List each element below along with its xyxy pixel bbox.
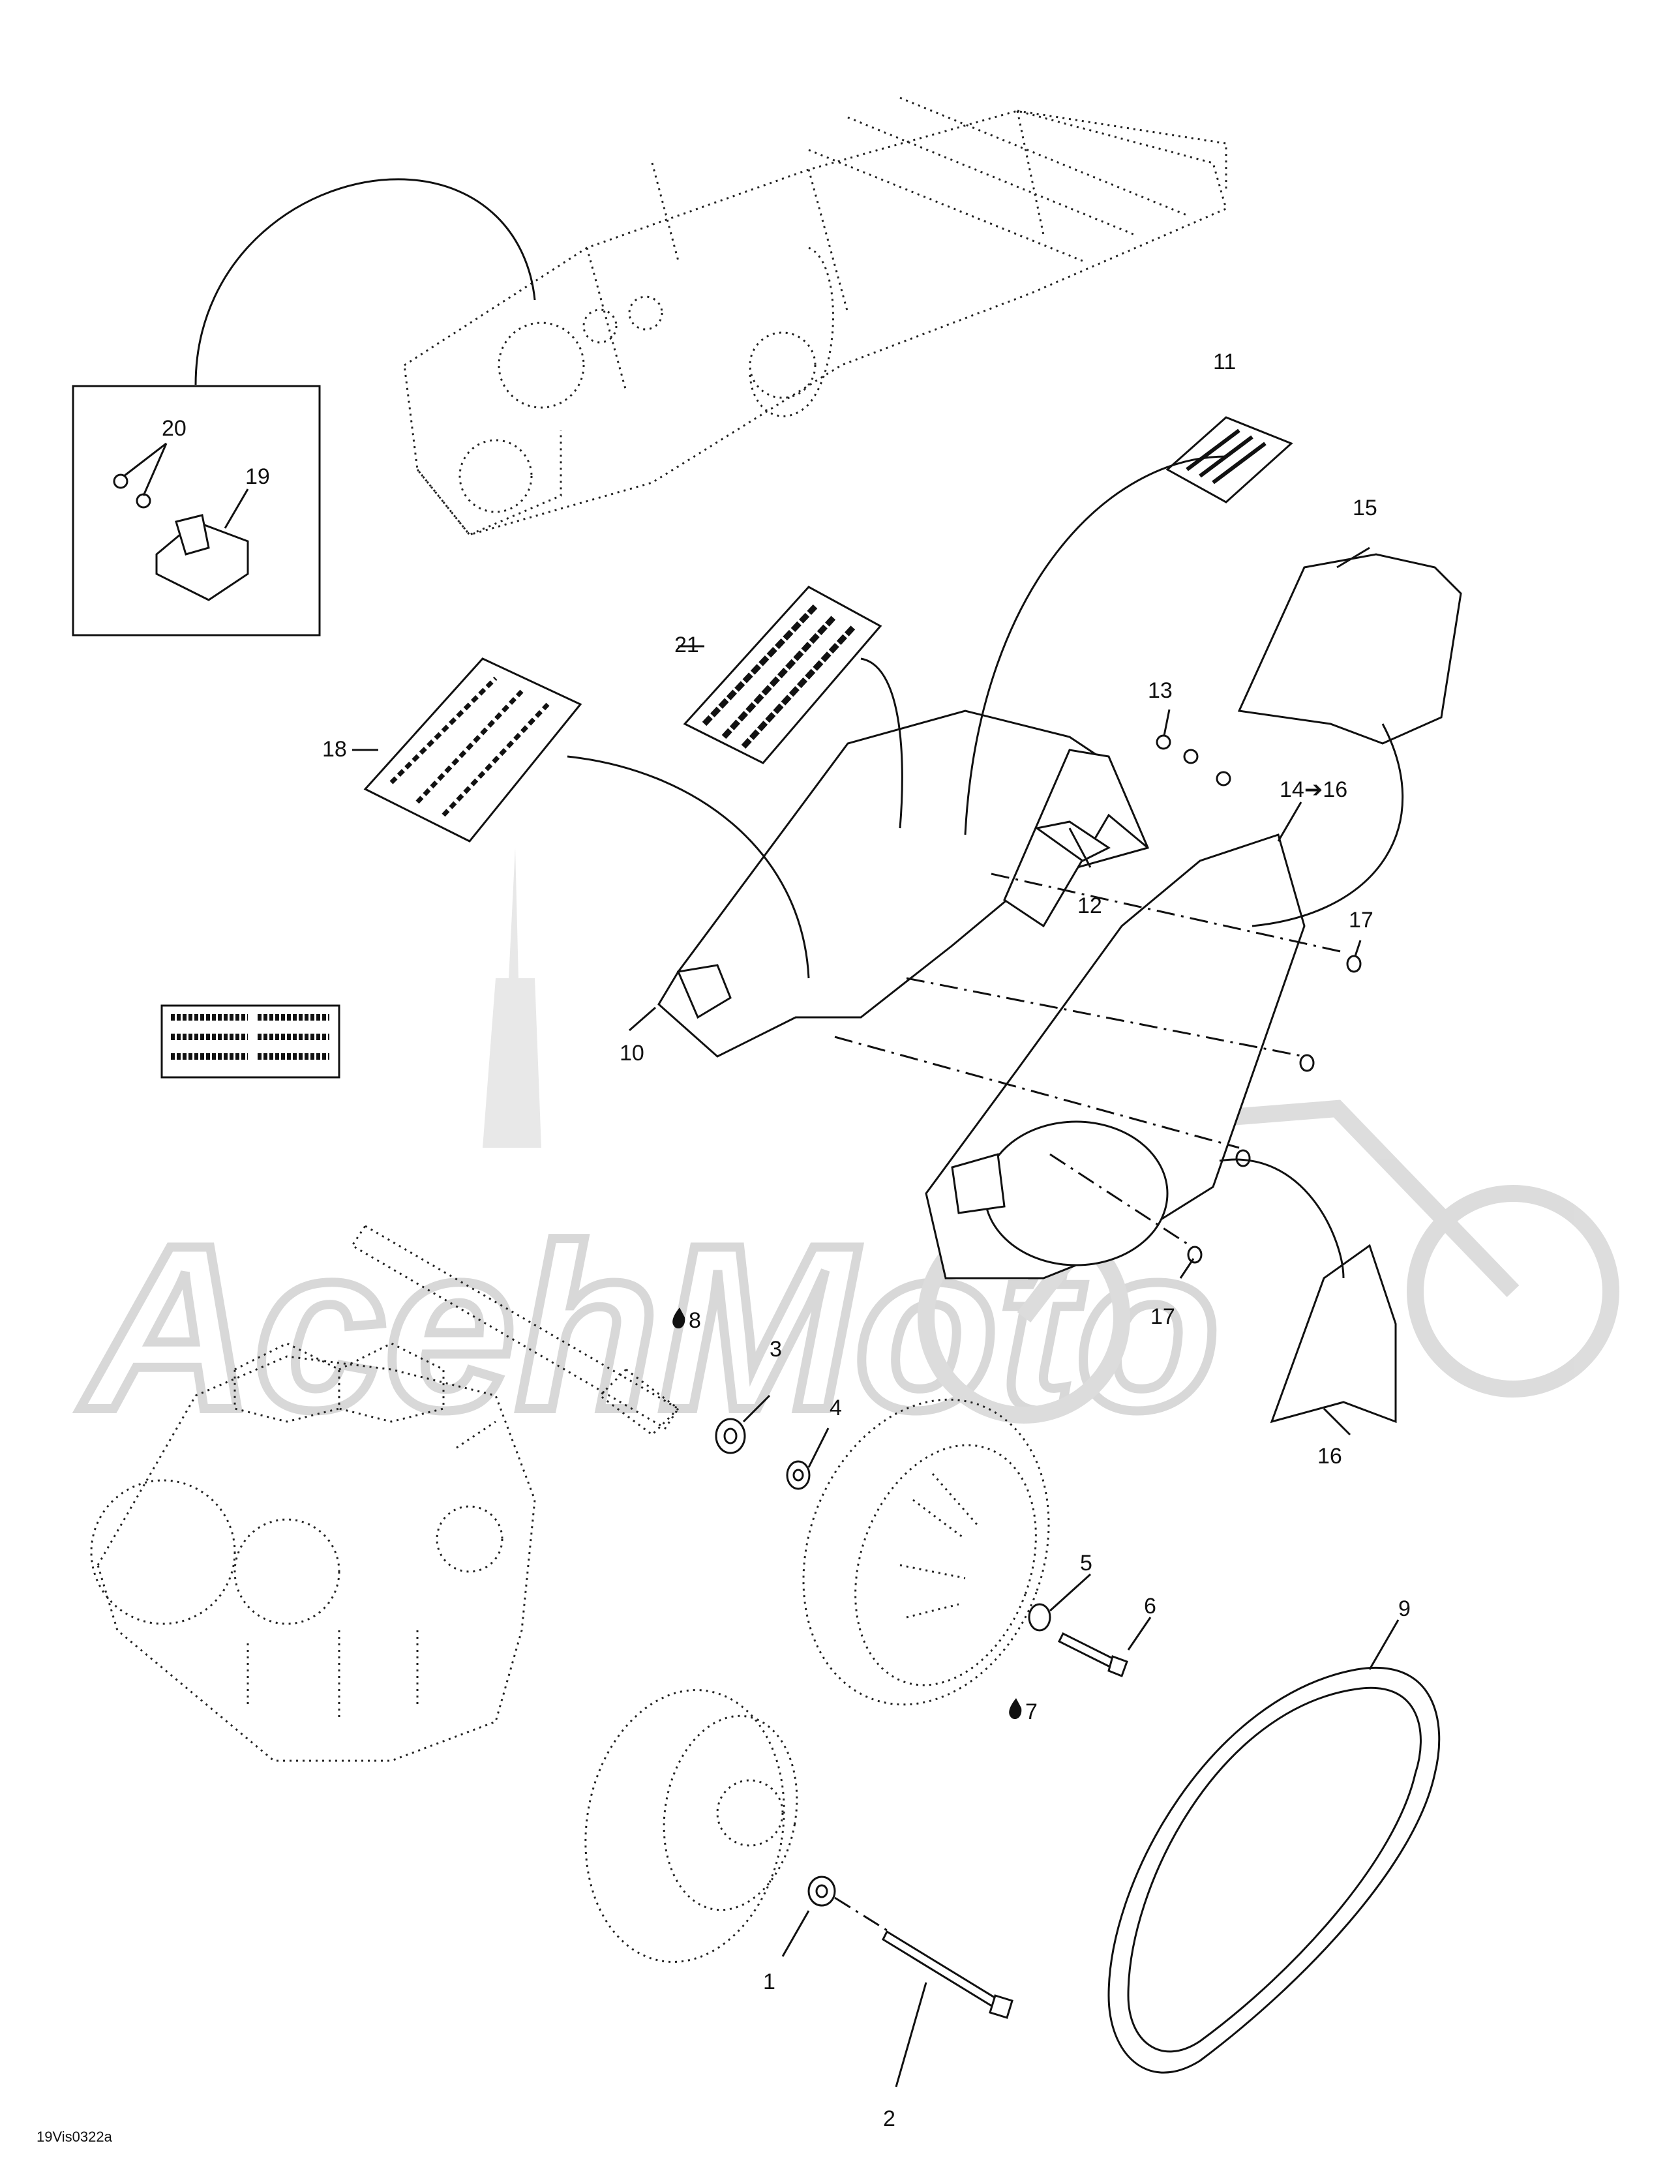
detail-box [72,385,321,636]
callout-19: 19 [245,464,270,489]
callout-21: 21 [674,633,699,657]
decal-21 [683,586,882,764]
callout-5: 5 [1080,1551,1092,1576]
drive-pulley-part [802,1398,1050,1706]
washer-3 [715,1418,746,1454]
oil-drop-icon [1009,1698,1022,1720]
bolt-6 [1057,1632,1128,1677]
panel-15 [1237,553,1462,745]
detail-leader [194,178,536,385]
screw-part [113,473,151,509]
callout-14-16: 14➔16 [1280,777,1347,802]
callout-3: 3 [770,1337,782,1362]
decal-unlabeled [160,1004,340,1079]
bolt-2 [882,1930,1013,2019]
washer-1 [807,1876,836,1907]
callout-10: 10 [620,1041,644,1066]
washer-4 [786,1460,811,1490]
engine [90,1342,536,1762]
fastener-17 [1187,955,1362,1264]
assembly-line [991,873,1344,953]
callout-16: 16 [1317,1444,1342,1469]
callout-2: 2 [883,2106,895,2131]
callout-4: 4 [830,1396,842,1420]
washer-5 [1028,1603,1051,1632]
callout-6: 6 [1144,1594,1156,1619]
assembly-line [1049,1153,1201,1253]
bracket-part [155,514,249,601]
belt-guard-part [657,710,1150,1058]
callout-8: 8 [689,1308,701,1333]
callout-13: 13 [1148,678,1173,703]
chassis-frame [403,97,1227,536]
fastener-13 [1156,734,1231,786]
callout-1: 1 [763,1969,775,1994]
drive-belt-part [1107,1667,1441,2074]
callout-20: 20 [162,416,187,441]
callout-17-b: 17 [1150,1304,1175,1329]
callout-9: 9 [1398,1596,1411,1621]
callout-15: 15 [1353,496,1377,520]
drawing-code: 19Vis0322a [37,2129,113,2145]
callout-12: 12 [1077,893,1102,918]
decal-11 [1165,416,1293,503]
assembly-line [834,1036,1240,1149]
oil-drop-icon [672,1308,685,1329]
belt-guard-cover-part [925,833,1306,1279]
callout-11: 11 [1213,350,1236,374]
callout-7: 7 [1025,1699,1038,1724]
shaft-part [350,1224,680,1436]
panel-16 [1270,1244,1397,1424]
callout-18: 18 [322,737,347,762]
decal-18 [363,657,582,843]
callout-17-a: 17 [1349,908,1373,933]
driven-pulley-part [584,1689,798,1963]
